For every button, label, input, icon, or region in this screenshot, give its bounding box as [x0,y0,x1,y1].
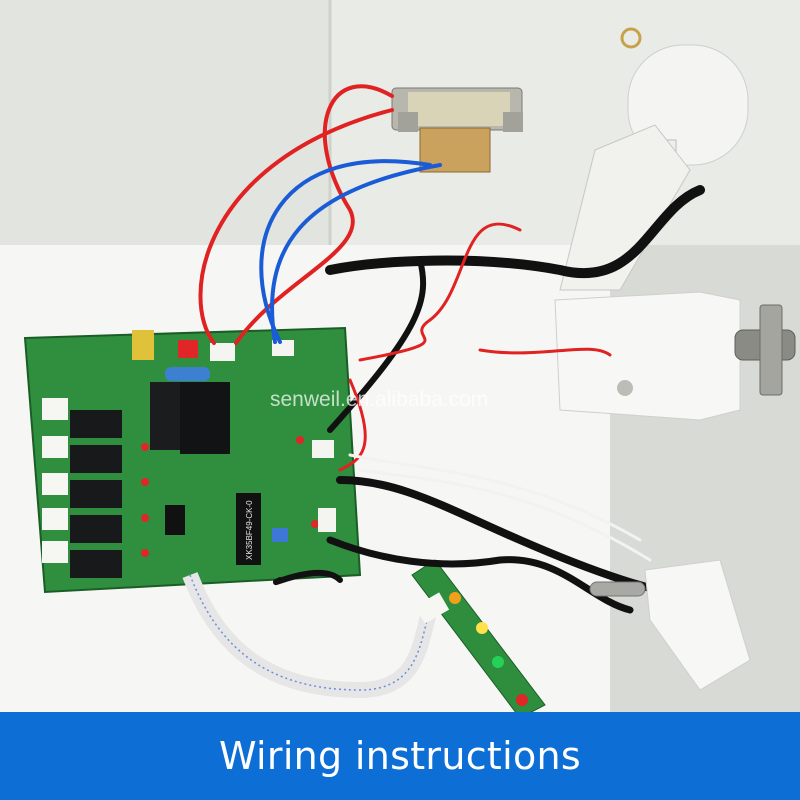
transformer [391,87,523,173]
tile-left [0,0,330,245]
watermark-text: senweil.en.alibaba.com [270,388,489,411]
temperature-probe [589,581,646,597]
white-sensor-block [644,559,751,691]
control-board: XK35BF49-CK-0 [23,326,362,594]
led-display-strip [411,559,546,719]
banner-title: Wiring instructions [219,734,581,778]
cylinder-component [559,27,749,291]
caption-banner: Wiring instructions [0,712,800,800]
chip-label: XK35BF49-CK-0 [245,500,254,560]
white-valve-block [554,291,796,421]
